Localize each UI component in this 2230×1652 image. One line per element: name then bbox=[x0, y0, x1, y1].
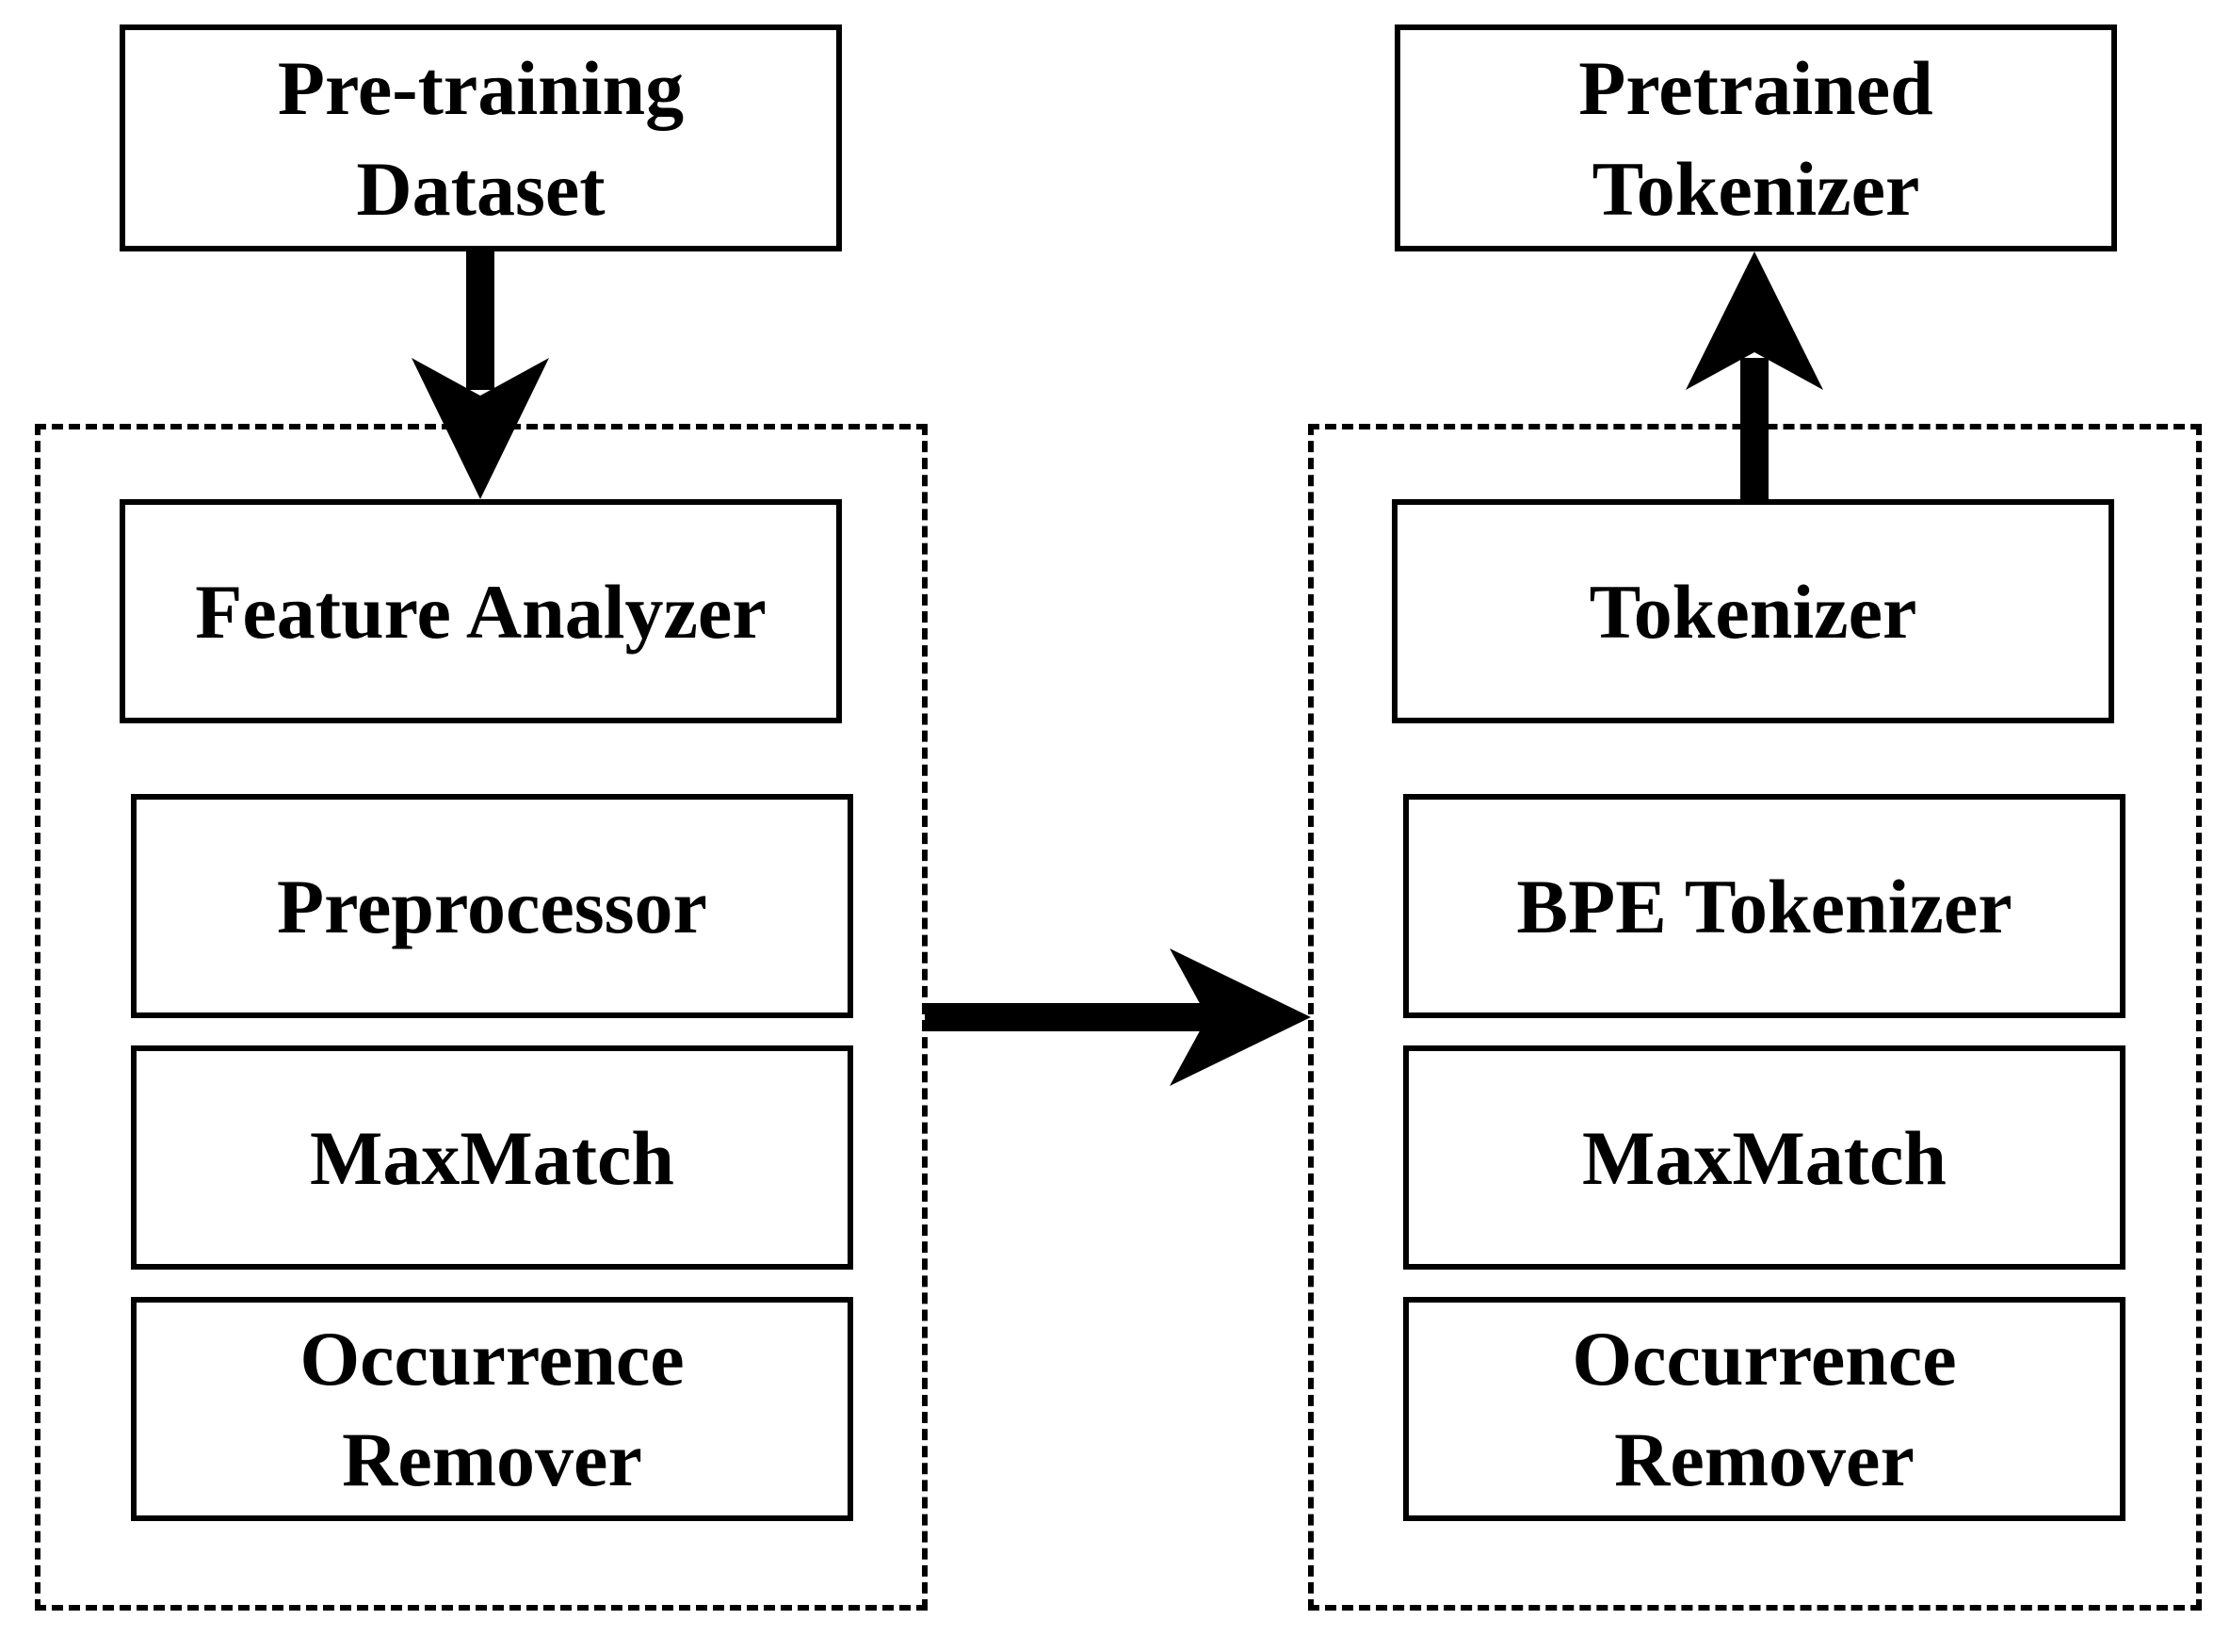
tokenizer-box: Tokenizer bbox=[1392, 499, 2114, 723]
occurrence-remover-left-box: Occurrence Remover bbox=[131, 1297, 853, 1521]
pretraining-dataset-label: Pre-training Dataset bbox=[277, 44, 685, 232]
maxmatch-right-box: MaxMatch bbox=[1403, 1045, 2125, 1270]
occurrence-remover-left-label: Occurrence Remover bbox=[299, 1316, 685, 1502]
arrow-dataset-to-analyzer bbox=[412, 249, 549, 499]
tokenizer-label: Tokenizer bbox=[1589, 568, 1917, 655]
maxmatch-left-label: MaxMatch bbox=[309, 1114, 675, 1201]
feature-analyzer-label: Feature Analyzer bbox=[195, 568, 767, 655]
bpe-tokenizer-box: BPE Tokenizer bbox=[1403, 794, 2125, 1018]
preprocessor-label: Preprocessor bbox=[277, 863, 707, 949]
feature-analyzer-box: Feature Analyzer bbox=[120, 499, 842, 723]
pretraining-dataset-box: Pre-training Dataset bbox=[120, 24, 842, 251]
pretrained-tokenizer-label: Pretrained Tokenizer bbox=[1578, 44, 1933, 232]
arrow-left-to-right-group bbox=[925, 948, 1311, 1086]
preprocessor-box: Preprocessor bbox=[131, 794, 853, 1018]
maxmatch-right-label: MaxMatch bbox=[1581, 1114, 1947, 1201]
maxmatch-left-box: MaxMatch bbox=[131, 1045, 853, 1270]
pretrained-tokenizer-box: Pretrained Tokenizer bbox=[1395, 24, 2117, 251]
occurrence-remover-right-label: Occurrence Remover bbox=[1572, 1316, 1957, 1502]
occurrence-remover-right-box: Occurrence Remover bbox=[1403, 1297, 2125, 1521]
bpe-tokenizer-label: BPE Tokenizer bbox=[1516, 863, 2012, 949]
arrow-tokenizer-to-pretrained bbox=[1686, 251, 1823, 501]
